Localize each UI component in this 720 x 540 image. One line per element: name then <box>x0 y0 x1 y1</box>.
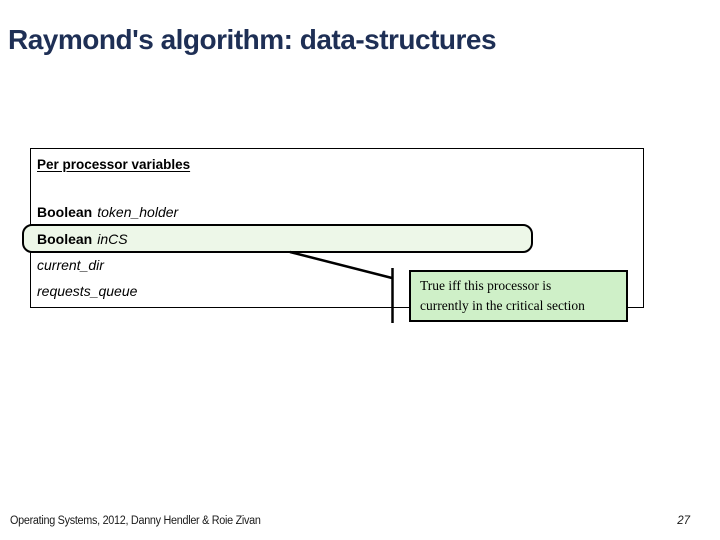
variable-name: inCS <box>97 230 128 247</box>
variables-heading: Per processor variables <box>37 157 191 172</box>
callout-line-1: True iff this processor is <box>420 278 552 293</box>
callout-line-2: currently in the critical section <box>420 297 585 313</box>
variable-name: current_dir <box>37 257 104 273</box>
variable-keyword: Boolean <box>37 230 93 247</box>
variable-name: token_holder <box>97 204 179 220</box>
variable-keyword: Boolean <box>37 204 93 220</box>
variable-current-dir: current_dir <box>37 257 104 273</box>
footer-credits: Operating Systems, 2012, Danny Hendler &… <box>10 515 261 527</box>
page-number: 27 <box>677 515 690 527</box>
variable-requests-queue: requests_queue <box>37 283 137 299</box>
variable-name: requests_queue <box>37 283 138 299</box>
slide-title: Raymond's algorithm: data-structures <box>8 24 497 55</box>
callout-box: True iff this processor is currently in … <box>409 270 628 322</box>
